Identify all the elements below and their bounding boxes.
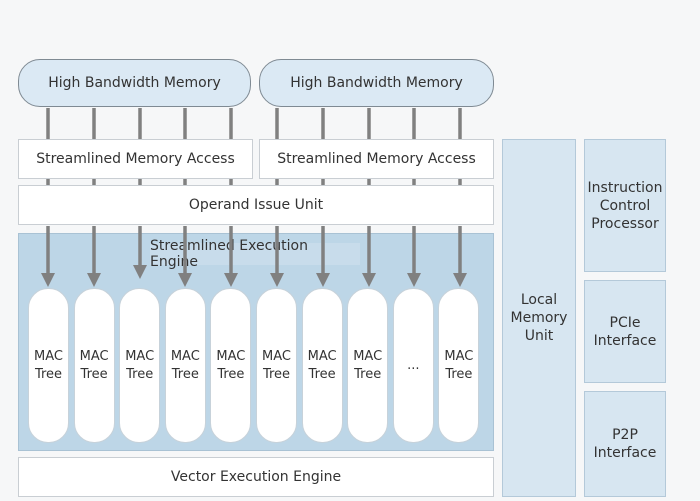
local-memory-unit: Local Memory Unit [502,139,576,497]
mac-tree: MAC Tree [73,288,115,443]
mac-tree: MAC Tree [119,288,161,443]
sma-right: Streamlined Memory Access [259,139,494,179]
mac-tree-ellipsis: ... [392,288,434,443]
mac-tree: MAC Tree [347,288,389,443]
pcie-interface: PCIe Interface [584,280,666,383]
mac-tree: MAC Tree [256,288,297,443]
hbm-right: High Bandwidth Memory [259,59,494,107]
instruction-control-processor: Instruction Control Processor [584,139,666,272]
mac-tree: MAC Tree [210,288,252,443]
mac-tree: MAC Tree [301,288,343,443]
operand-issue-unit: Operand Issue Unit [18,185,494,225]
vector-execution-engine: Vector Execution Engine [18,457,494,497]
hbm-left: High Bandwidth Memory [18,59,251,107]
mac-tree: MAC Tree [438,288,480,443]
mac-tree: MAC Tree [28,288,69,443]
sma-left: Streamlined Memory Access [18,139,253,179]
p2p-interface: P2P Interface [584,391,666,497]
mac-tree: MAC Tree [164,288,206,443]
